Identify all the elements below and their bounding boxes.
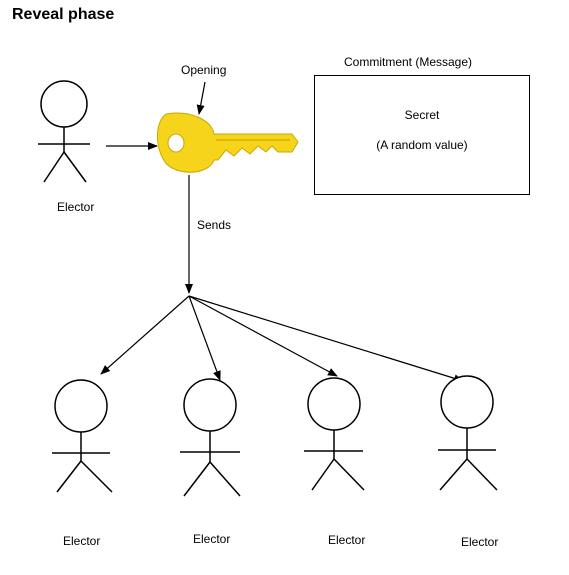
receiver-figure-3 — [304, 377, 365, 491]
receiver-label-1: Elector — [63, 534, 101, 548]
fanout-arrow-1 — [100, 295, 190, 375]
opening-arrow — [196, 81, 206, 115]
sends-label: Sends — [197, 218, 232, 232]
receiver-label-3: Elector — [328, 533, 366, 547]
receiver-figure-4 — [438, 375, 498, 491]
commitment-heading: Commitment (Message) — [344, 55, 473, 69]
receiver-figure-1 — [52, 379, 113, 493]
fanout-arrow-2 — [188, 295, 221, 381]
sender-figure — [38, 80, 90, 183]
fanout-arrow-3 — [188, 295, 338, 377]
commitment-secret: Secret — [404, 108, 440, 122]
commitment-box: Secret (A random value) — [314, 75, 530, 195]
page-title: Reveal phase — [12, 6, 115, 23]
sender-label: Elector — [57, 200, 95, 214]
receiver-figure-2 — [180, 378, 241, 497]
fanout-arrow-4 — [188, 295, 464, 383]
receiver-label-4: Elector — [461, 535, 499, 549]
opening-label: Opening — [181, 63, 227, 77]
key-icon — [156, 112, 299, 173]
commitment-random-value: (A random value) — [376, 138, 468, 152]
receiver-label-2: Elector — [193, 532, 231, 546]
